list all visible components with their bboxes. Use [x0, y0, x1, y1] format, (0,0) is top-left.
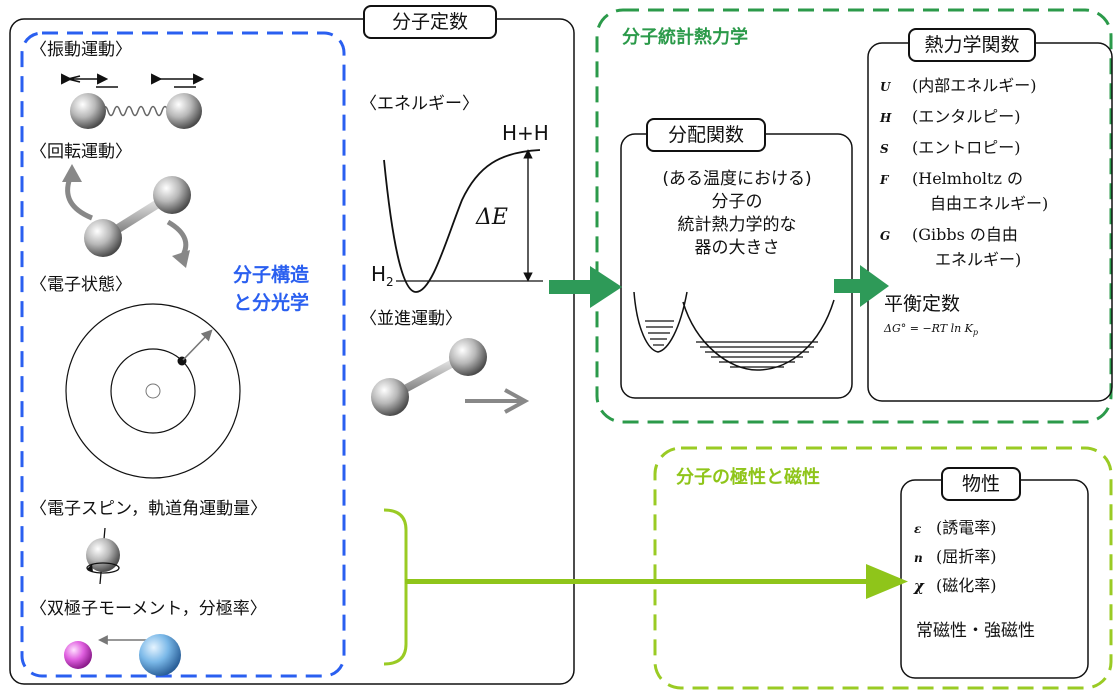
rotation-label: 〈回転運動〉 — [30, 142, 132, 162]
property-symbol: ε — [914, 522, 922, 536]
function-text: (内部エネルギー) — [912, 76, 1037, 95]
electronic-state-label: 〈電子状態〉 — [30, 275, 132, 295]
arrow-to-partition — [549, 266, 622, 308]
thermo-function-row: G (Gibbs の自由 — [880, 219, 1048, 244]
h-plus-h-label: H+H — [502, 121, 549, 145]
dipole-label: 〈双極子モーメント，分極率〉 — [30, 599, 267, 619]
structure-label-line1: 分子構造 — [233, 264, 310, 286]
rotation-molecule-icon — [62, 164, 191, 268]
function-text: (エンタルピー) — [912, 107, 1021, 126]
thermo-function-row: エネルギー) — [880, 244, 1048, 275]
partition-line: 分子の — [711, 192, 763, 212]
thermo-function-row: 自由エネルギー) — [880, 188, 1048, 219]
properties-list: ε (誘電率) n (屈折率) χ (磁化率) — [914, 514, 997, 600]
function-text: (Helmholtz の — [912, 169, 1023, 188]
vibration-label: 〈振動運動〉 — [30, 40, 132, 60]
h2-label: H2 — [371, 263, 394, 290]
potential-curve-icon — [383, 149, 543, 293]
polarity-title: 分子の極性と磁性 — [676, 467, 820, 488]
molecular-constants-box — [9, 18, 575, 685]
molecular-constants-title: 分子定数 — [363, 5, 497, 39]
partition-line: (ある温度における) — [662, 169, 812, 189]
arrow-to-thermo — [834, 265, 889, 307]
dipole-molecule-icon — [64, 634, 181, 676]
function-symbol: F — [880, 173, 889, 187]
thermo-title: 熱力学関数 — [908, 28, 1036, 62]
polarity-dashed-box — [653, 446, 1113, 690]
partition-title: 分配関数 — [646, 118, 766, 152]
function-text: エネルギー) — [935, 250, 1022, 269]
h2-text: H — [371, 262, 387, 286]
function-symbol: S — [880, 142, 889, 156]
statistical-dashed-box — [595, 8, 1113, 424]
thermo-function-row: F (Helmholtz の — [880, 163, 1048, 188]
property-row: n (屈折率) — [914, 543, 997, 572]
spin-label: 〈電子スピン，軌道角運動量〉 — [30, 499, 268, 519]
electron-orbit-icon — [65, 303, 241, 479]
equilibrium-label: 平衡定数 — [884, 293, 961, 315]
function-symbol: G — [880, 229, 891, 243]
structure-dashed-box — [20, 31, 346, 678]
thermo-function-row: S (エントロピー) — [880, 132, 1048, 163]
equilibrium-formula-sub: p — [972, 328, 979, 338]
spin-sphere-icon — [86, 527, 120, 585]
function-text: (エントロピー) — [912, 138, 1021, 157]
arrow-to-properties — [405, 564, 908, 599]
property-text: (磁化率) — [936, 576, 997, 595]
vibration-molecule-icon — [61, 73, 205, 129]
translation-molecule-icon — [371, 338, 530, 416]
translation-label: 〈並進運動〉 — [360, 309, 462, 329]
function-text: 自由エネルギー) — [930, 194, 1049, 213]
delta-e-label: ΔE — [476, 205, 508, 230]
energy-levels-icon — [633, 291, 835, 371]
thermo-functions-list: U (内部エネルギー) H (エンタルピー) S (エントロピー) F (Helmhol… — [880, 70, 1048, 275]
partition-line: 統計熱力学的な — [677, 215, 797, 235]
function-symbol: U — [880, 80, 891, 94]
magnetism-label: 常磁性・強磁性 — [916, 621, 1035, 641]
partition-line: 器の大きさ — [694, 238, 780, 258]
thermo-function-row: U (内部エネルギー) — [880, 70, 1048, 101]
properties-title: 物性 — [941, 467, 1021, 501]
property-symbol: χ — [914, 577, 924, 595]
statistical-title: 分子統計熱力学 — [622, 27, 748, 48]
function-symbol: H — [880, 111, 892, 125]
partition-description: (ある温度における) 分子の 統計熱力学的な 器の大きさ — [627, 168, 847, 260]
energy-label: 〈エネルギー〉 — [360, 94, 479, 114]
structure-label-line2: と分光学 — [233, 292, 310, 314]
function-text: (Gibbs の自由 — [912, 225, 1018, 244]
thermo-function-row: H (エンタルピー) — [880, 101, 1048, 132]
equilibrium-formula: ΔG° = −RT ln Kp — [884, 322, 979, 338]
property-text: (屈折率) — [936, 547, 997, 566]
property-row: χ (磁化率) — [914, 572, 997, 600]
equilibrium-formula-text: ΔG° = −RT ln K — [884, 322, 973, 335]
property-symbol: n — [914, 551, 923, 565]
h2-subscript: 2 — [386, 275, 394, 289]
bracket — [383, 508, 408, 666]
property-text: (誘電率) — [936, 518, 997, 537]
property-row: ε (誘電率) — [914, 514, 997, 543]
